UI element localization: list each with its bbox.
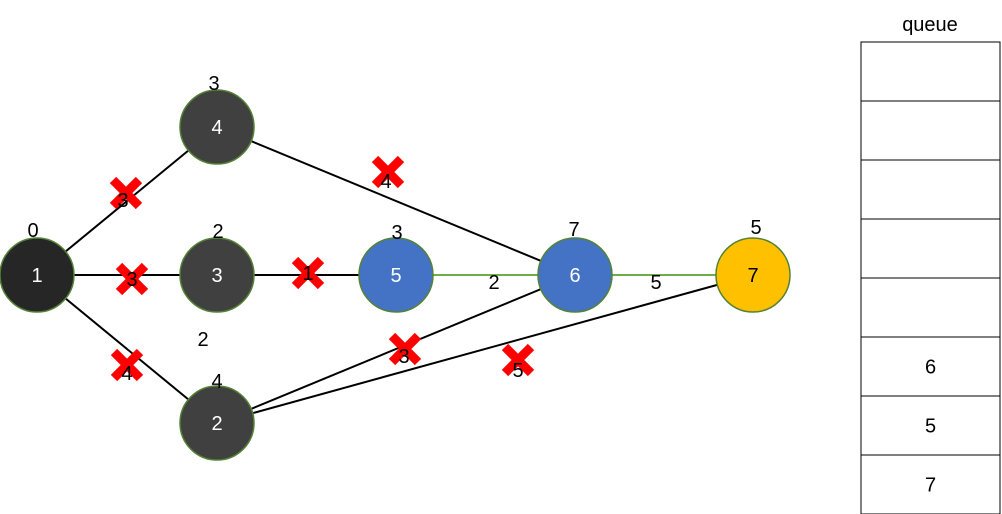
cross-mark-icon	[371, 155, 405, 189]
cross-mark-icon	[501, 343, 535, 377]
node-1	[0, 237, 75, 313]
node-7	[715, 237, 791, 313]
cross-mark-icon	[291, 256, 325, 290]
edge-weight-e2-6: 3	[398, 346, 409, 368]
edge-weight-e1-2: 4	[121, 363, 132, 385]
edge-weight-e4-6: 4	[380, 171, 391, 193]
node-distance-3: 2	[212, 221, 223, 243]
queue-cell	[860, 218, 1001, 279]
queue-cell	[860, 41, 1001, 102]
queue-cell	[860, 336, 1001, 397]
cross-mark-icon	[110, 348, 144, 382]
queue-cell-value: 7	[925, 475, 936, 497]
queue-cell	[860, 159, 1001, 220]
edge-weight-e5-6: 2	[488, 272, 499, 294]
node-distance-1: 0	[27, 220, 38, 242]
node-distance-6: 7	[568, 219, 579, 241]
queue-cell	[860, 454, 1001, 514]
edge-weight-e6-7: 5	[650, 272, 661, 294]
node-2	[179, 385, 255, 461]
queue: queue 6 5 7	[860, 14, 1001, 514]
node-label-7: 7	[747, 265, 758, 287]
edge-e4-6	[216, 126, 576, 276]
node-label-6: 6	[569, 265, 580, 287]
node-label-5: 5	[390, 265, 401, 287]
edge-weight-e1-4: 3	[117, 190, 128, 212]
crosses-layer: 3 3 4 1 4 3 5 2 5	[109, 155, 662, 385]
node-4	[179, 89, 255, 165]
node-5	[358, 237, 434, 313]
edge-e2-6	[216, 274, 576, 424]
edge-weight-e3-5: 1	[302, 263, 313, 285]
queue-title: queue	[902, 14, 958, 36]
queue-cell	[860, 100, 1001, 161]
cross-mark-icon	[109, 176, 143, 210]
node-distance-2: 4	[211, 371, 222, 393]
node-distance-5: 3	[391, 222, 402, 244]
extra-label: 2	[197, 329, 208, 351]
cross-mark-icon	[115, 262, 149, 296]
edge-weight-e2-7: 5	[512, 360, 523, 382]
node-label-2: 2	[211, 413, 222, 435]
queue-cell-value: 6	[925, 357, 936, 379]
node-6	[537, 237, 613, 313]
node-label-4: 4	[211, 117, 222, 139]
node-distance-4: 3	[208, 73, 219, 95]
node-distance-7: 5	[750, 217, 761, 239]
edge-e1-4	[36, 126, 218, 276]
node-3	[179, 237, 255, 313]
node-label-1: 1	[31, 265, 42, 287]
edge-weight-e1-3: 3	[126, 269, 137, 291]
node-label-3: 3	[211, 265, 222, 287]
queue-cell	[860, 277, 1001, 338]
edge-e2-7	[216, 274, 754, 424]
queue-cell	[860, 395, 1001, 456]
cross-mark-icon	[388, 332, 422, 366]
edge-e1-2	[36, 274, 218, 424]
queue-cell-value: 5	[925, 416, 936, 438]
